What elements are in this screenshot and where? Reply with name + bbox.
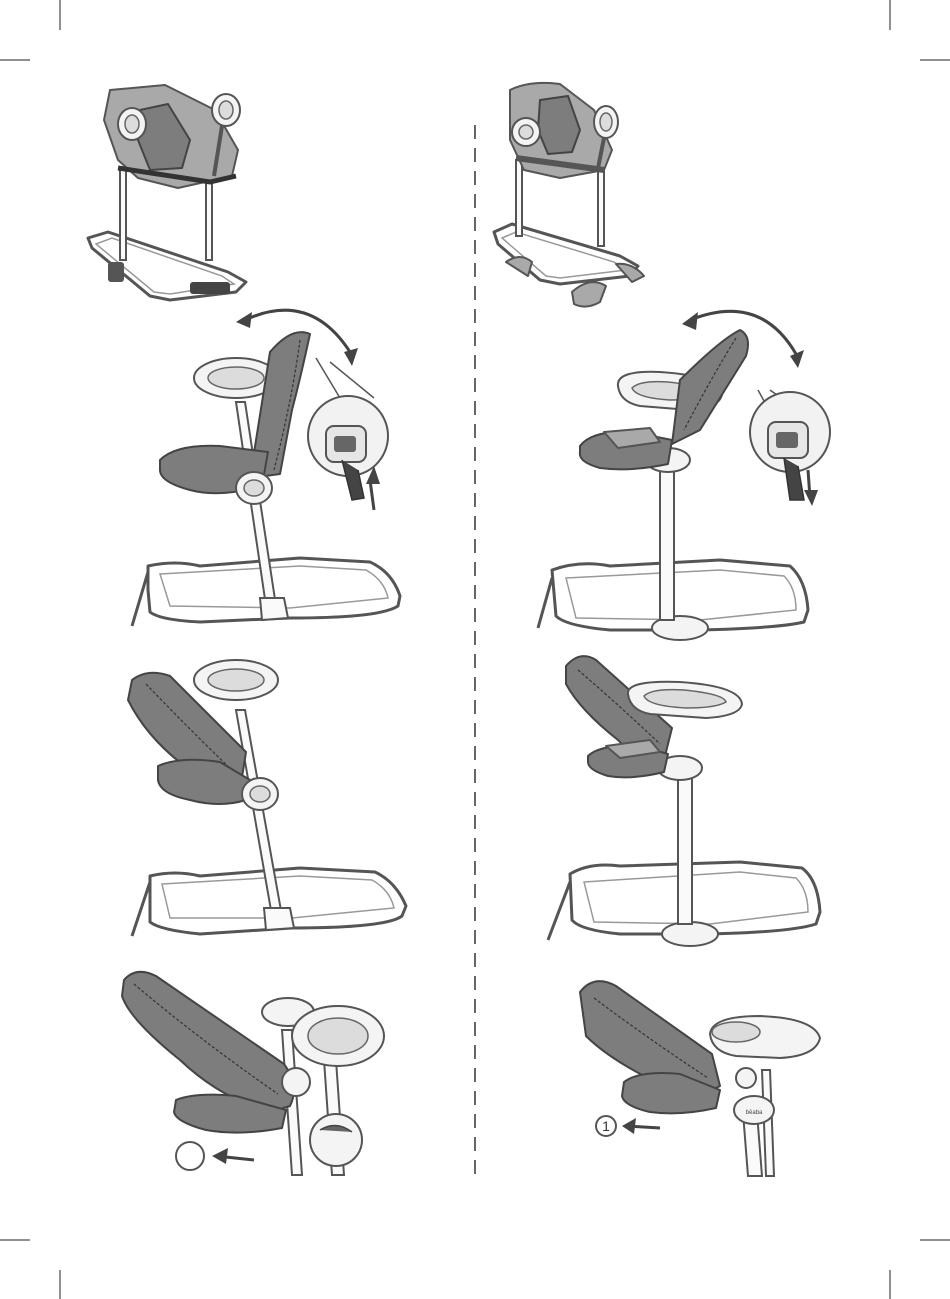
- step-marker-circle-left: [176, 1142, 204, 1170]
- product-overview-left: [88, 85, 246, 300]
- step-detach-right: bēaba 1: [580, 981, 820, 1176]
- step-recline-left: [132, 310, 400, 626]
- step-fold-left: [128, 660, 406, 936]
- step-recline-right: [538, 311, 830, 640]
- brand-logo: bēaba: [746, 1110, 763, 1116]
- step-fold-right: [548, 656, 820, 946]
- step-marker-label-right: 1: [602, 1118, 610, 1134]
- step-detach-left: [122, 972, 384, 1175]
- product-overview-right: [494, 83, 644, 307]
